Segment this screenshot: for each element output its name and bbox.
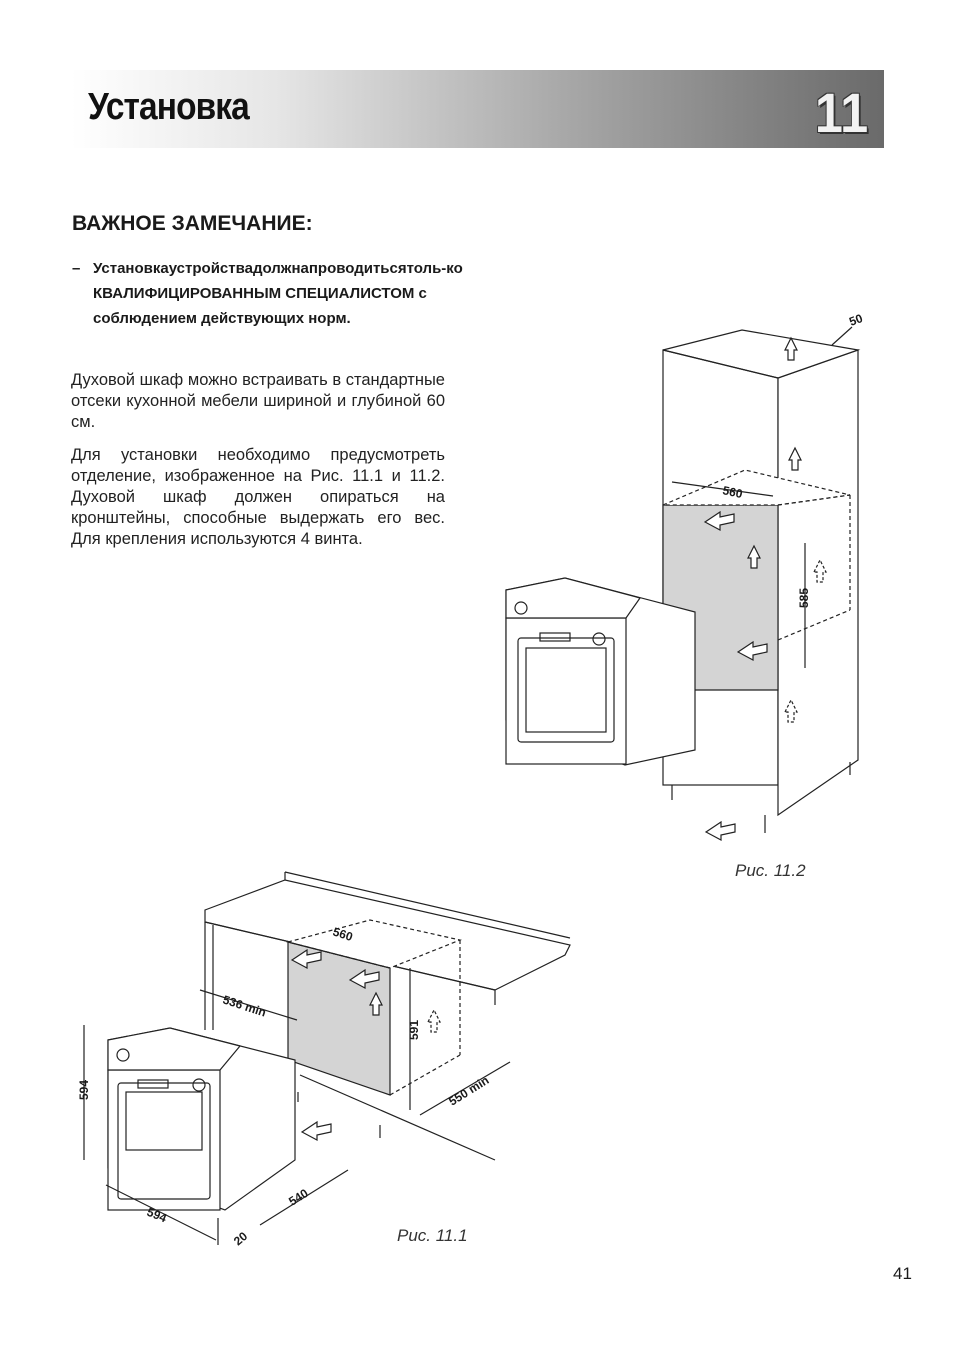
fig1-dim-oven-depth: 540 [286, 1186, 311, 1209]
fig1-dim-depth-min: 536 min [221, 993, 268, 1020]
fig1-dim-width: 560 [331, 925, 355, 945]
header-band [71, 70, 884, 148]
warning-heading: ВАЖНОЕ ЗАМЕЧАНИЕ: [72, 212, 313, 235]
paragraph-1: Духовой шкаф можно встраивать в стандарт… [71, 371, 445, 431]
paragraph-2: Для установки необходимо предусмотреть о… [71, 446, 445, 548]
fig2-dim-height: 585 [797, 588, 811, 608]
figure-2-drawing [505, 326, 861, 841]
warning-text: Установкаустройствадолжнапроводитьсятоль… [93, 260, 463, 327]
bullet-dash: – [72, 260, 81, 277]
figure-2-caption: Рис. 11.2 [735, 861, 806, 880]
fig1-dim-front-panel: 20 [231, 1229, 250, 1249]
fig2-dim-top-gap: 50 [847, 311, 865, 329]
page-number: 41 [893, 1264, 912, 1283]
warning-item: – Установкаустройствадолжнапроводитьсято… [72, 256, 512, 331]
fig2-dim-width: 560 [721, 483, 744, 501]
fig1-dim-depth-min-lower: 550 min [446, 1073, 491, 1109]
chapter-number: 11 [814, 81, 868, 144]
figure-1-drawing [83, 871, 571, 1245]
fig1-dim-oven-height: 594 [77, 1080, 91, 1100]
fig1-dim-height: 591 [407, 1020, 421, 1040]
figure-1-caption: Рис. 11.1 [397, 1226, 468, 1245]
page-title: Установка [88, 86, 250, 128]
